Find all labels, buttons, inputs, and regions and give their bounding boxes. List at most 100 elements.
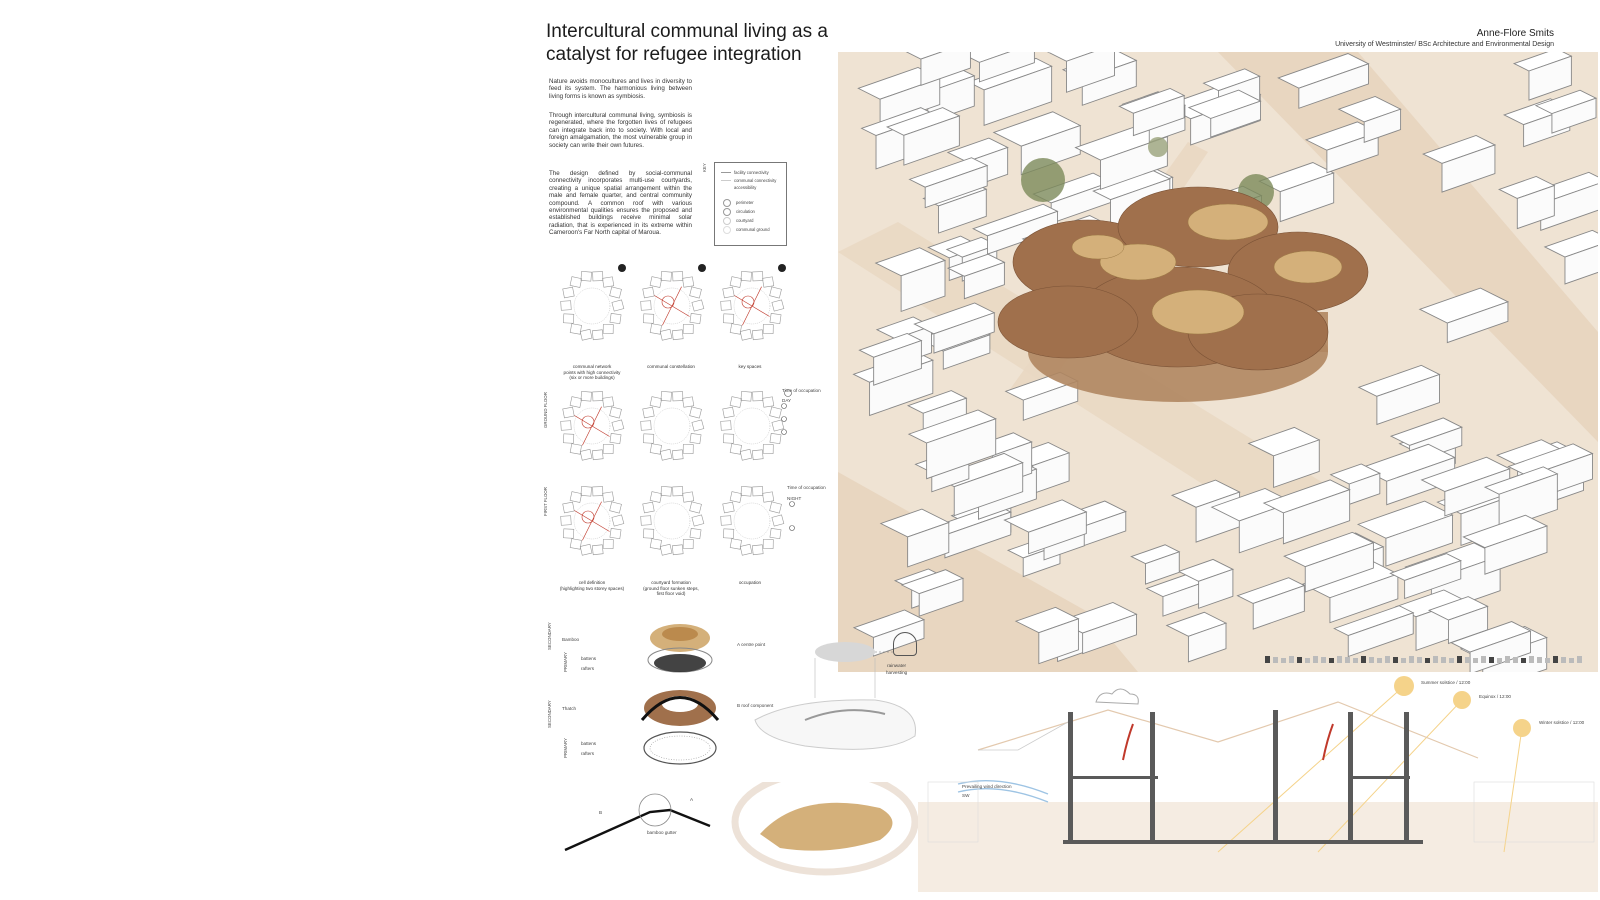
house	[1014, 606, 1080, 665]
rafters-label-2: rafters	[581, 751, 595, 756]
building-outline	[569, 538, 582, 550]
pattern-strip	[1265, 656, 1582, 663]
house-wall	[900, 259, 946, 313]
house-wall	[873, 339, 922, 386]
building-outline	[729, 443, 742, 455]
ground-slab	[1063, 840, 1423, 844]
house	[874, 247, 947, 313]
road	[1218, 52, 1598, 442]
key-label: KEY	[702, 163, 707, 172]
connectivity-line	[591, 406, 602, 427]
building-outline	[752, 391, 764, 402]
house	[905, 52, 971, 86]
gutter-plan	[760, 802, 893, 851]
building-outline	[592, 391, 604, 402]
building-outline	[609, 313, 622, 325]
house-wall	[1441, 144, 1496, 193]
house-wall	[1282, 489, 1351, 545]
building-outline	[602, 324, 614, 334]
house-wall	[963, 261, 1005, 300]
building-outline	[569, 443, 582, 455]
pattern-mark	[1305, 658, 1310, 663]
bamboo-skylight	[1151, 289, 1245, 335]
house-roof	[1543, 229, 1598, 258]
column	[1273, 710, 1278, 844]
building-outline	[720, 420, 732, 431]
building-outline	[739, 543, 753, 556]
pattern-mark	[1321, 657, 1326, 663]
building-outline	[611, 514, 625, 527]
house-roof	[905, 52, 943, 60]
key-space-marker	[741, 295, 755, 309]
building-outline	[682, 539, 694, 549]
house	[1543, 229, 1598, 285]
connectivity-line	[751, 305, 770, 317]
house	[1236, 577, 1306, 630]
pattern-mark	[1457, 656, 1462, 663]
heat-arrow	[1322, 723, 1334, 761]
pattern-mark	[1401, 658, 1406, 663]
building-outline	[689, 313, 702, 325]
house	[900, 569, 965, 617]
house-wall	[1329, 573, 1399, 624]
connectivity-line	[671, 286, 682, 307]
building-outline	[592, 486, 604, 497]
connectivity-line	[654, 295, 673, 307]
house-wall	[978, 52, 1035, 83]
pattern-mark	[1337, 656, 1342, 663]
house-wall	[920, 52, 971, 86]
house	[907, 409, 997, 480]
house	[1333, 605, 1415, 658]
primary-label: PRIMARY	[563, 652, 568, 672]
building-outline	[672, 391, 684, 402]
building-outline	[640, 515, 652, 526]
intro-paragraph-3: The design defined by social-communal co…	[549, 170, 692, 237]
occupation-day-period: DAY	[782, 398, 792, 403]
pattern-mark	[1545, 658, 1550, 663]
house-wall	[953, 462, 1024, 517]
building-outline	[602, 491, 615, 503]
building-outline	[682, 324, 694, 334]
rainwater-label: rainwater harvesting	[886, 663, 908, 675]
plan-diagram	[560, 486, 625, 556]
building-outline	[611, 419, 625, 432]
pattern-mark	[1481, 656, 1486, 663]
pattern-mark	[1313, 656, 1318, 663]
thatched-roof	[997, 186, 1369, 371]
secondary-label-2: SECONDARY	[547, 700, 552, 728]
house-wall	[1376, 373, 1440, 426]
building-outline	[640, 420, 652, 431]
pattern-mark	[1489, 657, 1494, 663]
author-affiliation: University of Westminster/ BSc Architect…	[1335, 41, 1554, 48]
thatch-cone	[997, 285, 1139, 359]
roof-profile	[977, 701, 1479, 759]
building-outline	[723, 313, 735, 324]
building-outline	[691, 514, 705, 527]
pattern-mark	[1449, 658, 1454, 663]
gutter-circle	[638, 793, 672, 827]
pattern-mark	[1537, 657, 1542, 663]
pattern-mark	[1497, 658, 1502, 663]
first-floor-label: FIRST FLOOR	[543, 487, 548, 516]
house-wall	[1187, 622, 1227, 663]
wind-arrow	[957, 788, 1049, 803]
courtyard-outline	[653, 502, 691, 540]
pattern-mark	[1409, 656, 1414, 663]
house-wall	[1022, 380, 1079, 421]
gutter-detail	[564, 782, 919, 876]
building-outline	[723, 528, 735, 539]
house	[1483, 466, 1559, 531]
building-outline	[563, 433, 575, 444]
equinox-label: Equinox / 12:00	[1479, 694, 1511, 699]
batten-ring	[643, 731, 717, 765]
pattern-mark	[1297, 657, 1302, 663]
courtyard-outline	[653, 287, 691, 325]
house	[1187, 89, 1262, 138]
house-wall	[1132, 94, 1185, 137]
building-outline	[762, 539, 774, 549]
house	[1389, 553, 1462, 600]
key-space-marker	[661, 295, 675, 309]
building-outline	[691, 419, 705, 432]
courtyard-outline	[573, 407, 611, 445]
building-outline	[642, 286, 655, 299]
